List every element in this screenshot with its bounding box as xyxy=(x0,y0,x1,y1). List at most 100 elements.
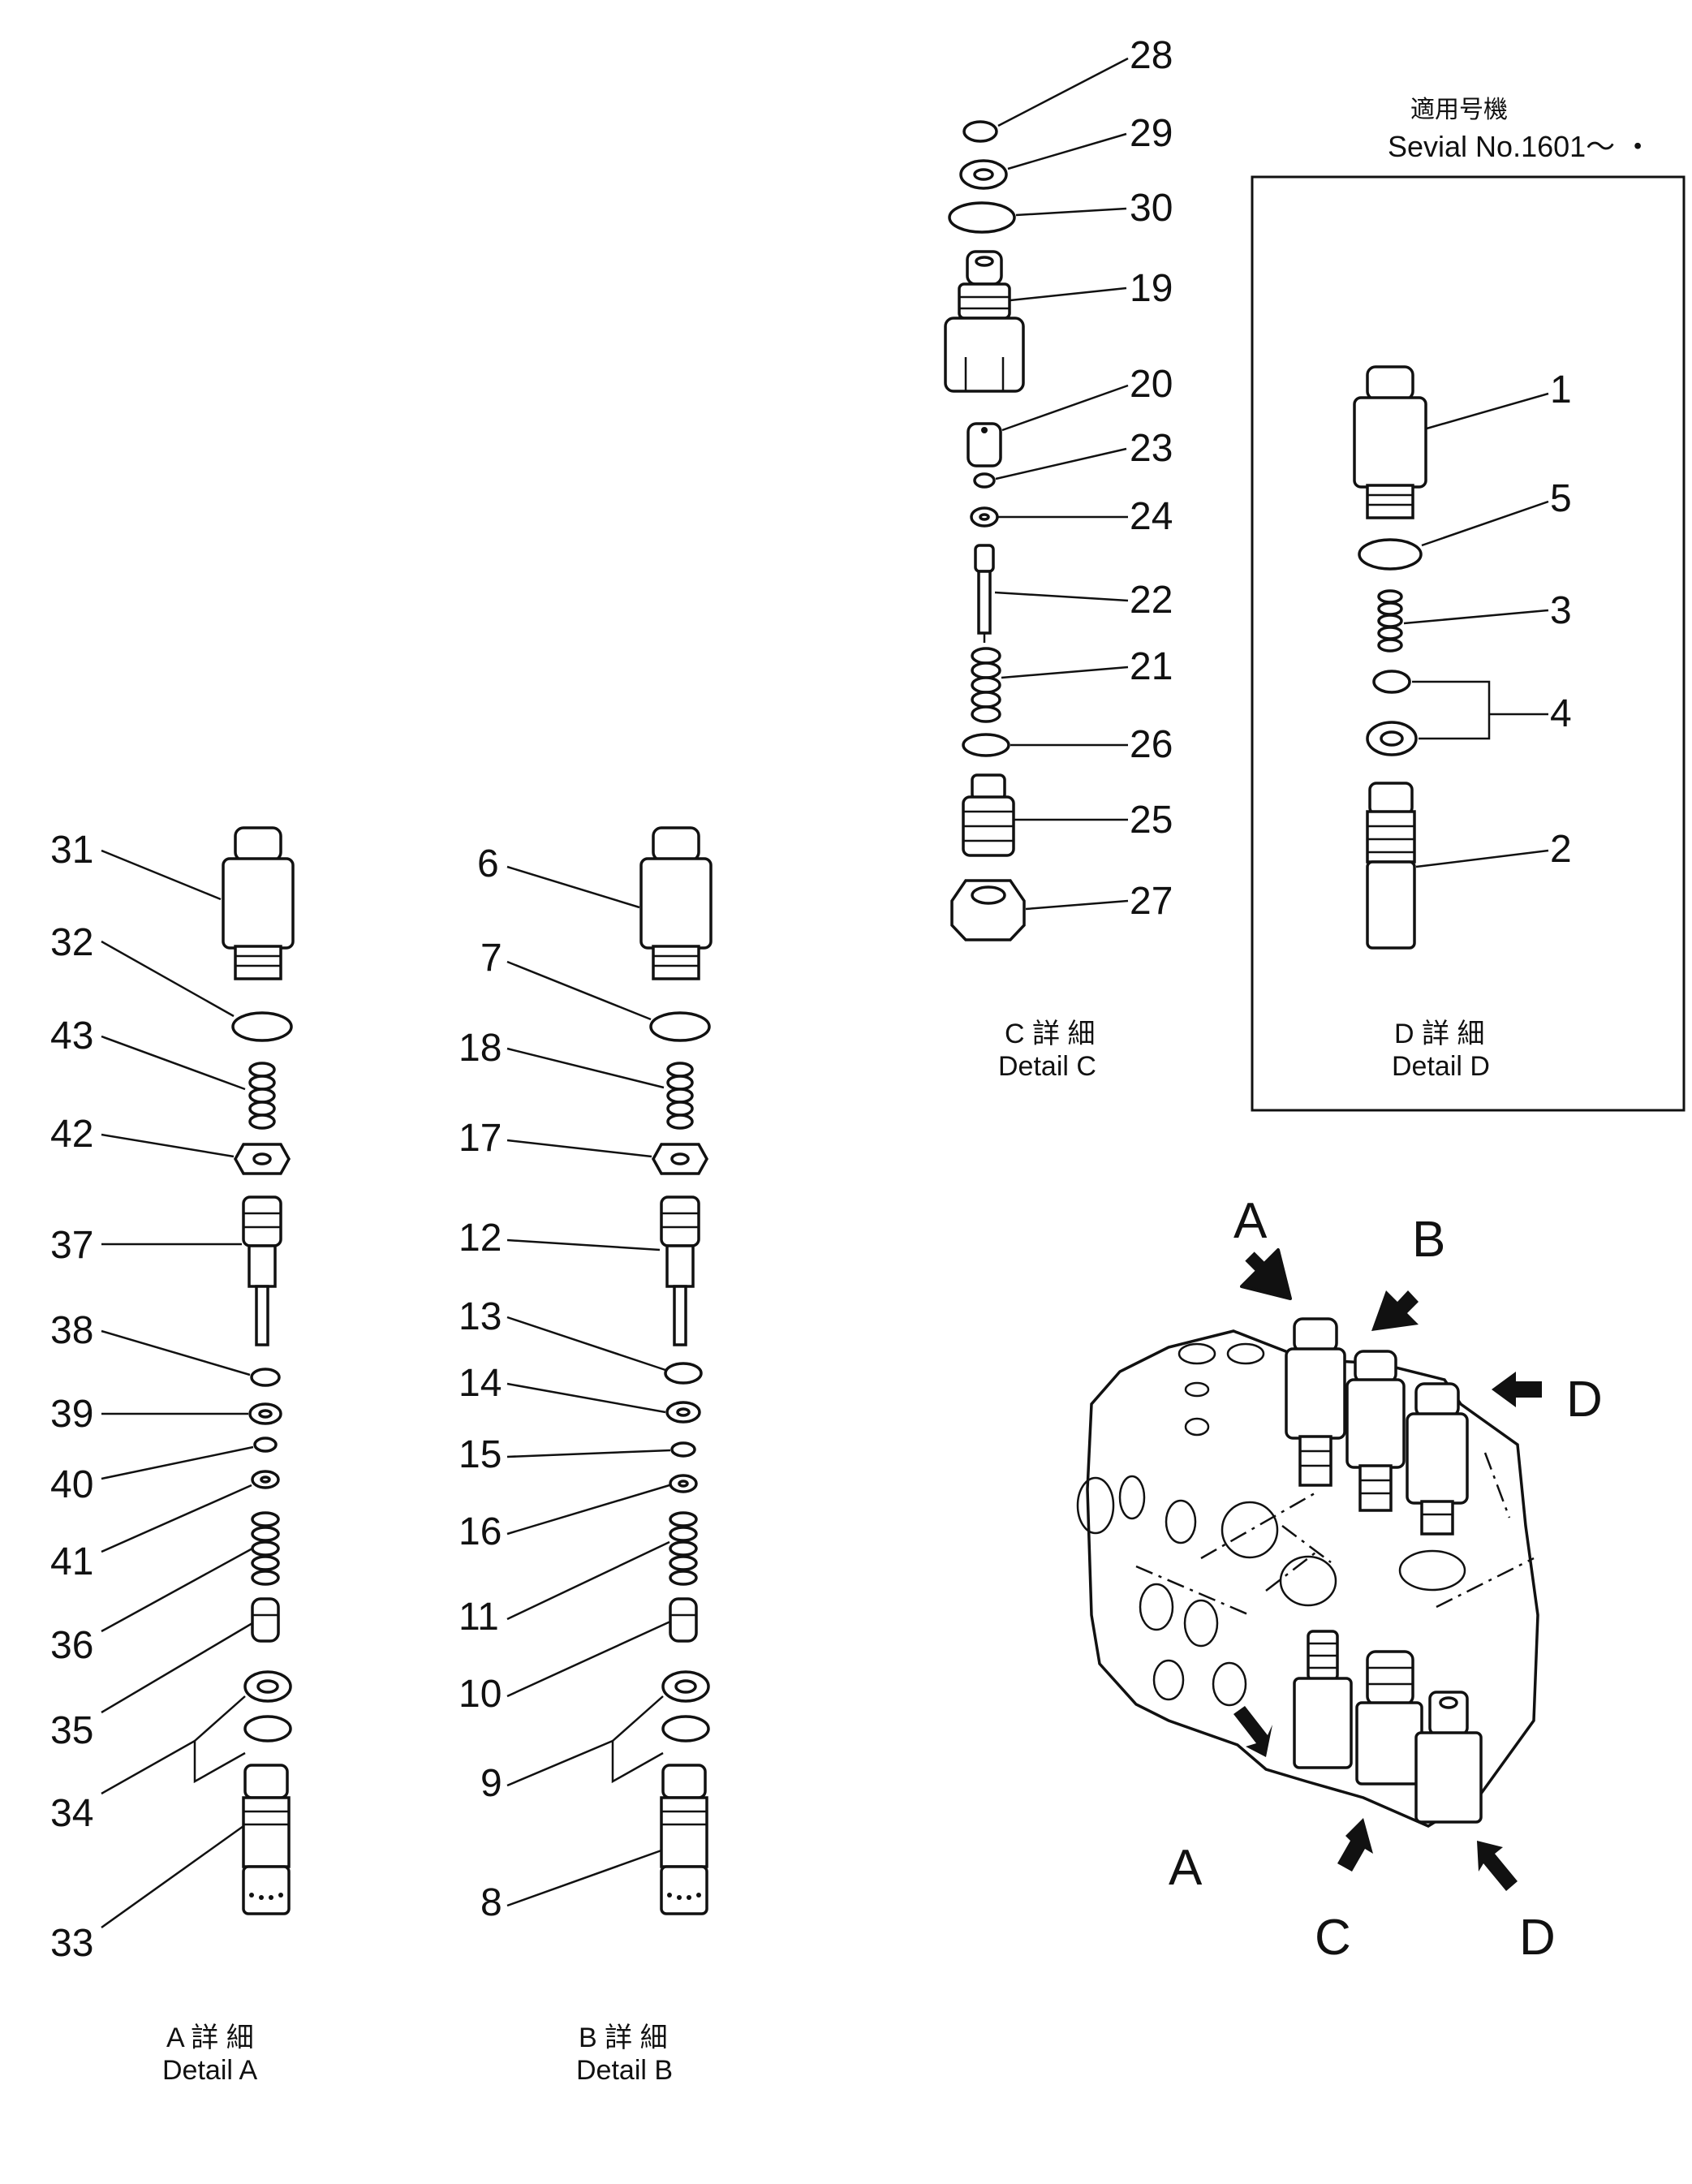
part-3-spring xyxy=(1377,589,1403,653)
label-a-7: 40 xyxy=(50,1463,93,1506)
label-b-11: 9 xyxy=(480,1762,502,1805)
label-d-2: 3 xyxy=(1550,589,1572,632)
label-d-3: 4 xyxy=(1550,692,1572,735)
part-35-piston xyxy=(251,1597,280,1643)
label-c-8: 21 xyxy=(1130,645,1173,688)
assembly-bottom-cartridge-c xyxy=(1355,1650,1423,1786)
detail-d-group: 適用号機 Sevial No.1601～ ・ xyxy=(1251,97,1686,1112)
label-c-10: 25 xyxy=(1130,799,1173,842)
label-a-4: 37 xyxy=(50,1224,93,1267)
label-b-3: 17 xyxy=(459,1117,502,1160)
label-b-12: 8 xyxy=(480,1881,502,1924)
arrow-label-bottom-a: A xyxy=(1169,1840,1203,1896)
label-b-0: 6 xyxy=(477,842,499,885)
label-b-1: 7 xyxy=(480,937,502,980)
part-31-plug xyxy=(222,826,295,980)
assembly-top-cartridge-d xyxy=(1406,1382,1469,1536)
caption-d-en: Detail D xyxy=(1392,1051,1490,1082)
valve-assembly-view: A B D A C D xyxy=(1076,1193,1603,1966)
part-26-o-ring xyxy=(962,733,1010,757)
detail-c-group: 28 29 30 19 20 23 24 22 21 26 25 27 C 詳 … xyxy=(944,34,1173,1082)
part-24-washer xyxy=(970,506,999,528)
part-37-poppet xyxy=(242,1195,282,1346)
part-13-o-ring xyxy=(664,1362,703,1385)
caption-c-en: Detail C xyxy=(998,1051,1096,1082)
label-c-7: 22 xyxy=(1130,579,1173,622)
label-c-0: 28 xyxy=(1130,34,1173,77)
label-c-1: 29 xyxy=(1130,112,1173,155)
part-10-piston xyxy=(669,1597,698,1643)
arrow-label-top-d: D xyxy=(1566,1372,1603,1428)
label-c-6: 24 xyxy=(1130,495,1173,538)
label-d-0: 1 xyxy=(1550,368,1572,411)
part-17-nut xyxy=(651,1143,709,1175)
label-b-9: 11 xyxy=(459,1596,499,1639)
caption-a-en: Detail A xyxy=(162,2055,257,2086)
part-30-o-ring xyxy=(948,201,1016,234)
caption-b-jp: B 詳 細 xyxy=(579,2022,668,2053)
part-4-o-ring xyxy=(1372,670,1411,694)
caption-c-jp: C 詳 細 xyxy=(1005,1019,1095,1049)
label-a-3: 42 xyxy=(50,1113,93,1156)
part-8-sleeve xyxy=(660,1764,708,1915)
label-d-1: 5 xyxy=(1550,477,1572,520)
part-40-o-ring xyxy=(253,1437,278,1453)
part-12-poppet xyxy=(660,1195,700,1346)
label-a-11: 34 xyxy=(50,1792,93,1835)
label-b-6: 14 xyxy=(459,1362,502,1405)
label-c-9: 26 xyxy=(1130,723,1173,766)
part-33-sleeve xyxy=(242,1764,291,1915)
part-38-o-ring xyxy=(250,1368,281,1387)
part-14-washer xyxy=(665,1401,701,1424)
arrow-top-a xyxy=(1240,1248,1292,1300)
arrow-bottom-c xyxy=(1337,1818,1373,1872)
detail-b-group: 6 7 18 17 12 13 14 15 16 11 10 9 8 B 詳 細… xyxy=(459,826,713,2086)
label-c-4: 20 xyxy=(1130,363,1173,406)
part-42-nut xyxy=(233,1143,291,1175)
label-a-0: 31 xyxy=(50,829,93,872)
arrow-bottom-d xyxy=(1477,1841,1518,1891)
assembly-top-cartridge-b xyxy=(1345,1350,1406,1512)
caption-a-jp: A 詳 細 xyxy=(166,2022,254,2053)
detail-d-frame xyxy=(1251,175,1686,1112)
label-a-6: 39 xyxy=(50,1393,93,1436)
label-a-8: 41 xyxy=(50,1540,93,1583)
part-23-o-ring xyxy=(973,472,996,489)
assembly-bottom-cartridge-d xyxy=(1414,1691,1483,1824)
part-43-spring xyxy=(248,1062,276,1130)
arrow-label-top-b: B xyxy=(1412,1212,1445,1268)
label-b-8: 16 xyxy=(459,1510,502,1553)
assembly-top-cartridge-a xyxy=(1285,1317,1346,1487)
arrow-bottom-a xyxy=(1233,1706,1272,1757)
label-a-10: 35 xyxy=(50,1709,93,1752)
label-a-2: 43 xyxy=(50,1014,93,1058)
label-b-2: 18 xyxy=(459,1027,502,1070)
part-5-o-ring xyxy=(1358,538,1423,571)
part-27-nut xyxy=(950,879,1026,941)
caption-d-jp: D 詳 細 xyxy=(1394,1019,1484,1049)
part-29-washer xyxy=(959,159,1008,190)
part-21-spring xyxy=(971,647,1001,723)
part-41-washer xyxy=(251,1470,280,1489)
label-a-1: 32 xyxy=(50,921,93,964)
label-c-3: 19 xyxy=(1130,267,1173,310)
serial-jp: 適用号機 xyxy=(1410,97,1508,123)
label-a-5: 38 xyxy=(50,1309,93,1352)
part-36-spring xyxy=(251,1511,280,1586)
serial-en: Sevial No.1601～ ・ xyxy=(1388,130,1652,163)
part-32-o-ring xyxy=(231,1011,293,1042)
part-2-sleeve xyxy=(1366,782,1416,950)
part-19-body xyxy=(944,250,1025,393)
part-39-washer xyxy=(248,1402,282,1425)
part-6-plug xyxy=(639,826,713,980)
part-15-o-ring xyxy=(670,1441,696,1458)
arrow-label-top-a: A xyxy=(1233,1193,1268,1249)
part-11-spring xyxy=(669,1511,698,1586)
part-1-plug xyxy=(1353,365,1427,519)
arrow-top-b xyxy=(1371,1290,1419,1331)
part-20-poppet xyxy=(967,422,1002,467)
arrow-top-d xyxy=(1492,1372,1542,1407)
label-c-2: 30 xyxy=(1130,187,1173,230)
arrow-label-bottom-d: D xyxy=(1519,1910,1556,1966)
